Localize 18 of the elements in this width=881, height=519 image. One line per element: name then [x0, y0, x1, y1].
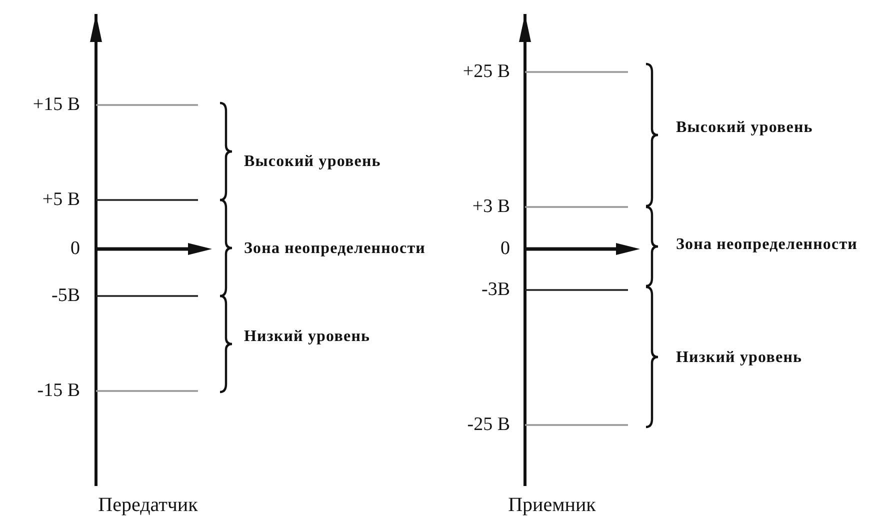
zone-label: Зона неопределенности [676, 235, 858, 255]
voltage-label: +15 В [32, 94, 80, 116]
zone-label: Высокий уровень [244, 152, 382, 172]
zone-label: Зона неопределенности [244, 239, 426, 259]
axis-title: Приемник [508, 493, 596, 517]
axis-title: Передатчик [98, 493, 198, 517]
voltage-label: -25 В [467, 414, 510, 436]
voltage-label: 0 [500, 238, 510, 260]
voltage-label: -3В [482, 279, 510, 301]
voltage-label: +3 В [472, 196, 510, 218]
zone-label: Низкий уровень [676, 348, 804, 368]
voltage-label: -15 В [37, 380, 80, 402]
voltage-label: +25 В [462, 61, 510, 83]
voltage-label: +5 В [42, 189, 80, 211]
voltage-label: 0 [70, 238, 80, 260]
voltage-label: -5В [52, 285, 80, 307]
zone-label: Высокий уровень [676, 118, 814, 138]
zone-label: Низкий уровень [244, 327, 372, 347]
